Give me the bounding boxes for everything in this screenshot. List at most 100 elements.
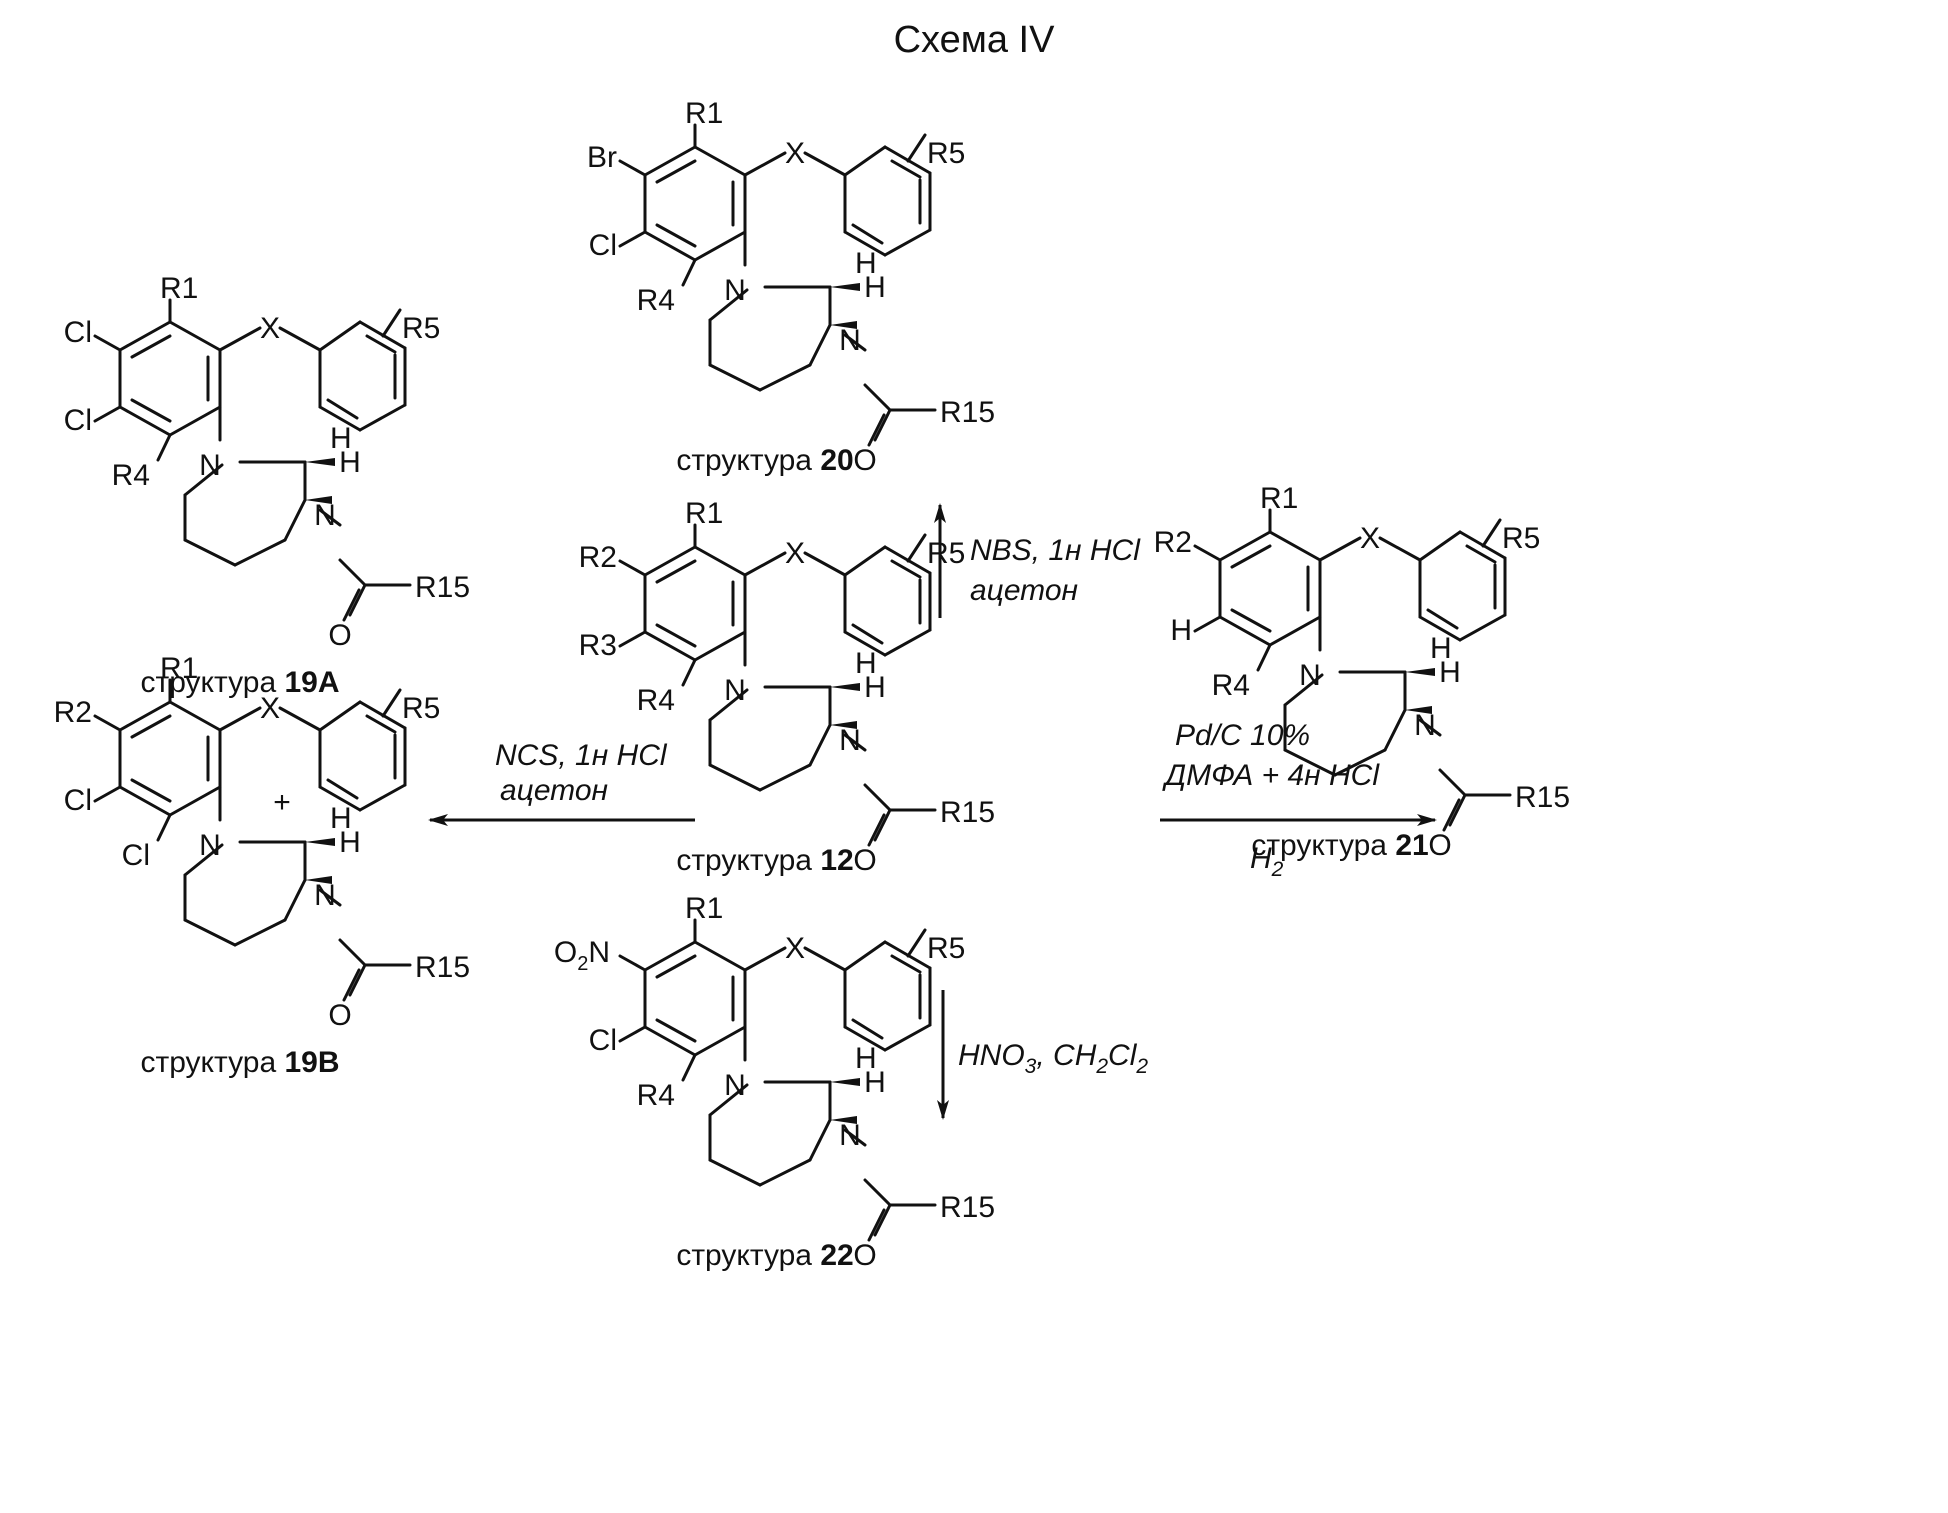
bond xyxy=(645,942,695,970)
substituent-r1: R1 xyxy=(685,892,723,925)
bond xyxy=(344,590,359,620)
bond xyxy=(1444,800,1459,830)
bond xyxy=(845,147,885,175)
bond xyxy=(120,787,170,815)
bond xyxy=(383,310,400,336)
atom-x: X xyxy=(785,537,805,570)
bond xyxy=(1220,617,1270,645)
bond xyxy=(695,632,745,660)
caption-word: структура xyxy=(676,1239,820,1272)
substituent-r1: R1 xyxy=(160,652,198,685)
bond xyxy=(683,660,695,685)
wedge-bond xyxy=(305,458,335,466)
bond xyxy=(865,785,890,810)
bond xyxy=(695,1027,745,1055)
solvent-nbs: ацетон xyxy=(970,574,1078,607)
bond xyxy=(645,547,695,575)
substituent-d: R4 xyxy=(1212,669,1250,702)
atom-n: N xyxy=(724,674,746,707)
bond xyxy=(805,948,845,970)
wedge-bond xyxy=(305,838,335,846)
atom-o: O xyxy=(328,619,351,652)
caption-word: структура xyxy=(140,1046,284,1079)
bond xyxy=(1195,617,1220,631)
substituent-r15: R15 xyxy=(1515,781,1570,814)
bond xyxy=(869,1210,884,1240)
bond xyxy=(1460,615,1505,640)
bond xyxy=(760,1160,810,1185)
bond xyxy=(875,1205,890,1235)
bond xyxy=(185,920,235,945)
bond xyxy=(620,561,645,575)
atom-o: O xyxy=(1428,829,1451,862)
bond xyxy=(710,1160,760,1185)
substituent-r15: R15 xyxy=(940,396,995,429)
structure-number: 21 xyxy=(1395,829,1428,862)
wedge-bond xyxy=(1405,668,1435,676)
bond xyxy=(170,322,220,350)
reagent-ncs: NCS, 1н HCl xyxy=(495,739,668,772)
bond xyxy=(875,410,890,440)
bond xyxy=(360,405,405,430)
substituent-r1: R1 xyxy=(160,272,198,305)
structure-22: R1O2NO2NClR4R5XNHNHOR15структура 22 xyxy=(554,892,995,1272)
bond xyxy=(875,810,890,840)
atom-x: X xyxy=(260,312,280,345)
bond xyxy=(1270,617,1320,645)
bond xyxy=(745,948,785,970)
bond xyxy=(120,322,170,350)
bond xyxy=(645,147,695,175)
catalyst-pd: Pd/C 10% xyxy=(1175,719,1310,752)
atom-x: X xyxy=(785,932,805,965)
bond xyxy=(845,942,885,970)
substituent-r1: R1 xyxy=(685,97,723,130)
atom-x: X xyxy=(260,692,280,725)
bond xyxy=(1420,532,1460,560)
bond xyxy=(340,940,365,965)
amide-n: N xyxy=(839,724,861,757)
bond xyxy=(360,785,405,810)
substituent-d: R4 xyxy=(637,1079,675,1112)
solvent-ncs: ацетон xyxy=(500,774,608,807)
bond xyxy=(695,147,745,175)
substituent-c: Cl xyxy=(64,404,92,437)
bond xyxy=(805,153,845,175)
atom-x: X xyxy=(1360,522,1380,555)
amide-n: N xyxy=(839,324,861,357)
bond xyxy=(120,702,170,730)
bond xyxy=(710,365,760,390)
substituent-d: R4 xyxy=(637,684,675,717)
wedge-bond xyxy=(830,683,860,691)
substituent-r5: R5 xyxy=(927,537,965,570)
bond xyxy=(810,325,830,365)
substituent-c: R3 xyxy=(579,629,617,662)
amide-h: H xyxy=(855,247,877,280)
substituent-d: R4 xyxy=(112,459,150,492)
amide-n: N xyxy=(314,879,336,912)
bond xyxy=(1385,710,1405,750)
bond xyxy=(220,708,260,730)
substituent-b: Br xyxy=(587,141,617,174)
bond xyxy=(185,540,235,565)
bond xyxy=(220,328,260,350)
substituent-r1: R1 xyxy=(1260,482,1298,515)
bond xyxy=(695,232,745,260)
structure-number: 20 xyxy=(820,444,853,477)
bond xyxy=(95,787,120,801)
bond xyxy=(683,1055,695,1080)
bond xyxy=(1320,538,1360,560)
substituent-r15: R15 xyxy=(940,1191,995,1224)
atom-n: N xyxy=(199,829,221,862)
substituent-r1: R1 xyxy=(685,497,723,530)
substituent-r5: R5 xyxy=(927,932,965,965)
substituent-b: R2 xyxy=(1154,526,1192,559)
atom-x: X xyxy=(785,137,805,170)
bond xyxy=(170,702,220,730)
wedge-bond xyxy=(830,283,860,291)
amide-n: N xyxy=(1414,709,1436,742)
bond xyxy=(1380,538,1420,560)
substituent-r15: R15 xyxy=(415,951,470,984)
amide-n: N xyxy=(314,499,336,532)
atom-n: N xyxy=(724,1069,746,1102)
bond xyxy=(1483,520,1500,546)
